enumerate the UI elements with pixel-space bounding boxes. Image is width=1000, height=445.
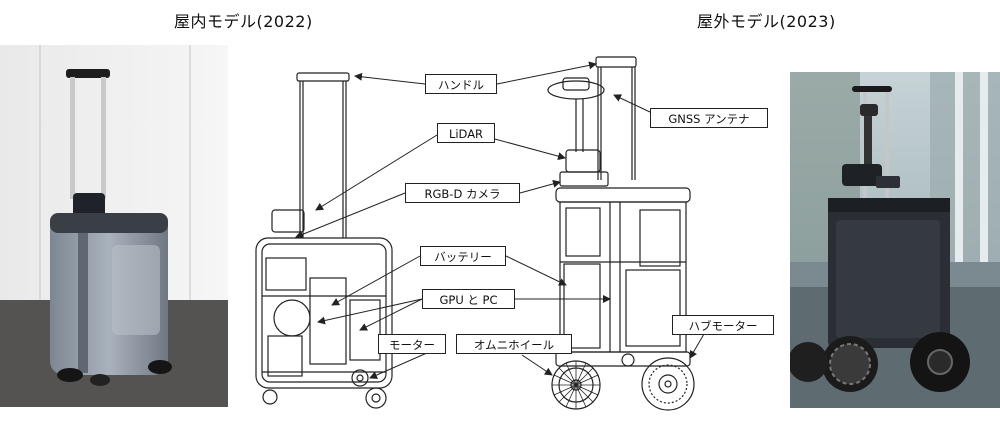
outdoor-model-title: 屋外モデル(2023) — [697, 12, 836, 31]
label-lidar: LiDAR — [437, 123, 495, 143]
indoor-model-photo — [0, 45, 228, 407]
label-hub-motor: ハブモーター — [672, 315, 774, 335]
label-rgbd-camera: RGB-D カメラ — [405, 183, 520, 203]
label-gpu-pc: GPU と PC — [422, 289, 515, 309]
label-battery: バッテリー — [420, 246, 506, 266]
label-omni-wheel: オムニホイール — [456, 334, 572, 354]
outdoor-model-photo — [790, 72, 1000, 408]
label-motor: モーター — [378, 334, 446, 354]
label-handle: ハンドル — [425, 74, 497, 94]
indoor-model-title: 屋内モデル(2022) — [174, 12, 313, 31]
label-gnss-antenna: GNSS アンテナ — [650, 108, 768, 128]
